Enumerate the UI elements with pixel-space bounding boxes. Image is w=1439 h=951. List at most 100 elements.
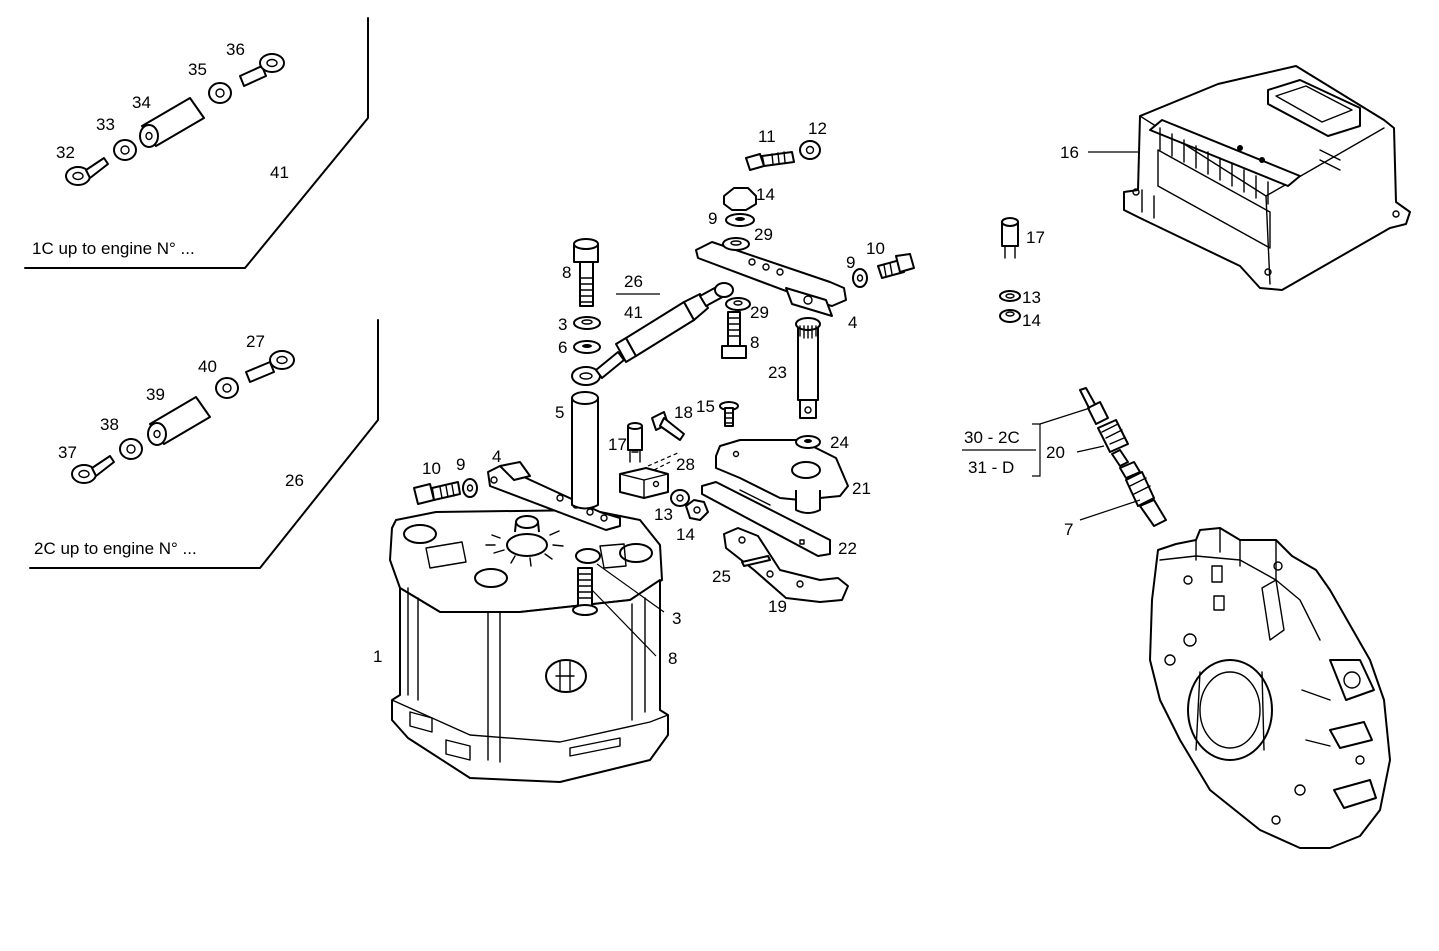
bracket-target-label: 20: [1046, 443, 1065, 462]
screw-part: [651, 411, 685, 441]
linkage-plate-part: [487, 461, 621, 531]
callout-label: 29: [754, 225, 773, 244]
washer-part: [725, 297, 751, 311]
washer-part: [573, 340, 601, 354]
callout-label: 3: [558, 315, 567, 334]
callout-label: 14: [756, 185, 775, 204]
callout-label: 12: [808, 119, 827, 138]
inset-2c-group-label: 26: [285, 471, 304, 490]
callout-label: 24: [830, 433, 849, 452]
callout-label: 19: [768, 597, 787, 616]
spacer-sleeve-part: [571, 391, 599, 510]
callout-label: 6: [558, 338, 567, 357]
washer-part: [722, 237, 750, 251]
bolt-part: [721, 311, 747, 359]
washer-part: [795, 435, 821, 449]
callout-label: 3: [672, 609, 681, 628]
leader-line: [1079, 499, 1141, 521]
lever-part: [723, 527, 849, 603]
cover-plate-part: [715, 439, 849, 514]
callout-label: 35: [188, 60, 207, 79]
callout-label: 8: [750, 333, 759, 352]
flywheel-housing: [1149, 527, 1391, 849]
callout-label: 8: [562, 263, 571, 282]
callout-label: 25: [712, 567, 731, 586]
callout-label: 39: [146, 385, 165, 404]
fraction-denominator: 41: [624, 303, 643, 322]
speed-sensor-part: [1079, 387, 1167, 527]
callout-label: 14: [676, 525, 695, 544]
washer-part: [852, 268, 868, 288]
manufacturer-logo: [545, 659, 587, 693]
callout-label: 14: [1022, 311, 1041, 330]
callout-label: 32: [56, 143, 75, 162]
plug-part: [627, 422, 643, 463]
callout-label: 34: [132, 93, 151, 112]
callout-label: 40: [198, 357, 217, 376]
bracket-part: [701, 481, 831, 557]
inset-2c-caption: 2C up to engine N° ...: [34, 539, 197, 558]
callout-label: 27: [246, 332, 265, 351]
callout-label: 4: [492, 447, 501, 466]
callout-label: 10: [866, 239, 885, 258]
washer-part: [725, 213, 755, 227]
callout-label: 10: [422, 459, 441, 478]
rod-eye-end-part: [245, 350, 295, 383]
inset-2c: 2C up to engine N° ... 26 37 38 39 40: [29, 319, 379, 569]
hex-nut-part: [215, 377, 239, 399]
callout-label: 33: [96, 115, 115, 134]
rod-eye-end-part: [239, 53, 285, 87]
plug-part: [1001, 217, 1019, 259]
clamp-block-part: [619, 467, 669, 499]
shaft-part: [795, 317, 821, 419]
callout-label: 1: [373, 647, 382, 666]
callout-label: 13: [654, 505, 673, 524]
callout-label: 21: [852, 479, 871, 498]
inset-1c-caption: 1C up to engine N° ...: [32, 239, 195, 258]
callout-label: 28: [676, 455, 695, 474]
fraction-numerator: 26: [624, 272, 643, 291]
callout-label: 9: [846, 253, 855, 272]
bracket-bottom-label: 31 - D: [968, 458, 1014, 477]
bolt-part: [413, 481, 461, 505]
rod-eye-end-part: [71, 455, 115, 484]
threaded-sleeve-part: [139, 97, 205, 148]
callout-label: 13: [1022, 288, 1041, 307]
callout-label: 17: [608, 435, 627, 454]
callout-label: 18: [674, 403, 693, 422]
callout-label: 9: [708, 209, 717, 228]
hex-nut-part: [999, 309, 1021, 323]
callout-label: 4: [848, 313, 857, 332]
leader-lines: [591, 563, 665, 657]
stud-bolt-part: [572, 567, 598, 616]
injection-pump-body: [389, 509, 669, 783]
control-unit: [1123, 65, 1411, 291]
callout-label: 22: [838, 539, 857, 558]
washer-part: [462, 478, 478, 498]
callout-label: 15: [696, 397, 715, 416]
rod-eye-end-part: [65, 157, 109, 186]
hex-nut-part: [723, 187, 757, 211]
threaded-sleeve-part: [147, 396, 211, 446]
callout-label: 7: [1064, 520, 1073, 539]
hex-nut-part: [208, 82, 232, 104]
inset-1c: 1C up to engine N° ... 41: [24, 17, 369, 269]
callout-label: 36: [226, 40, 245, 59]
leader-line: [1076, 445, 1105, 453]
hex-nut-part: [113, 139, 137, 161]
drive-hub: [485, 515, 564, 567]
hex-nut-part: [119, 438, 143, 460]
assembly-guide-line: [647, 451, 681, 471]
bracket-top-label: 30 - 2C: [964, 428, 1020, 447]
callout-label: 37: [58, 443, 77, 462]
callout-label: 9: [456, 455, 465, 474]
bolt-part: [877, 253, 915, 279]
washer-part: [670, 489, 690, 507]
callout-label: 38: [100, 415, 119, 434]
callout-label: 23: [768, 363, 787, 382]
callout-label: 16: [1060, 143, 1079, 162]
hex-nut-part: [685, 499, 709, 521]
lever-arm-part: [695, 241, 847, 317]
inset-1c-group-label: 41: [270, 163, 289, 182]
